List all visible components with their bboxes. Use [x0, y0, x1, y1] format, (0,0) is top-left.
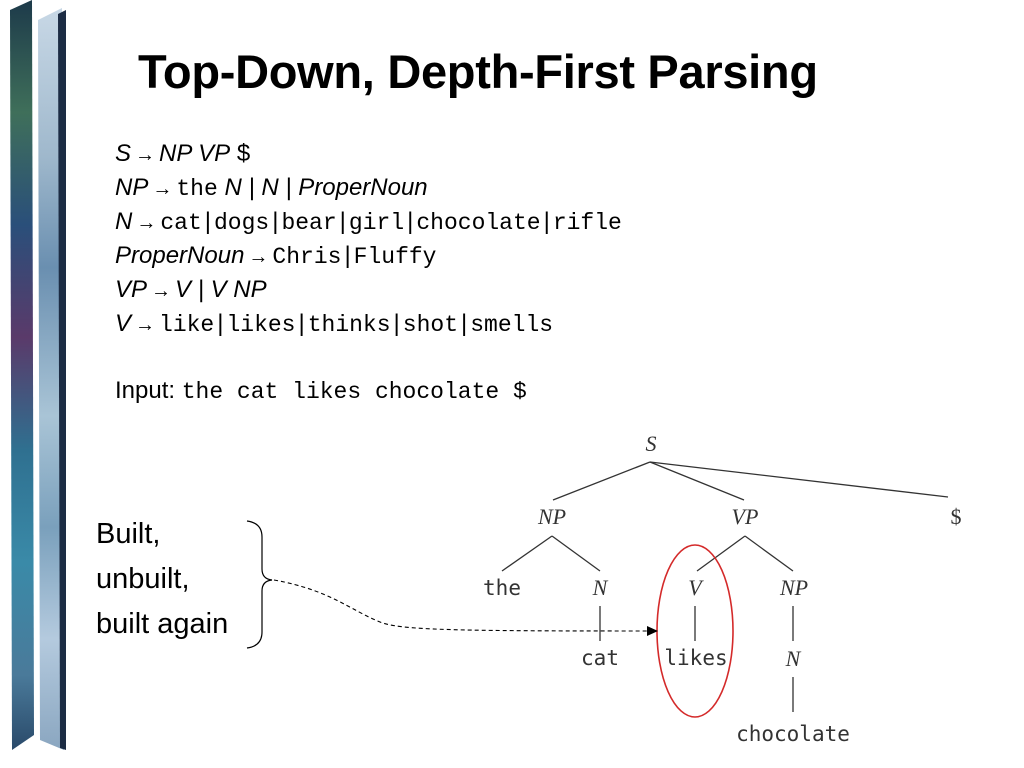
edge-vp-np: [745, 536, 793, 571]
edge-np-the: [502, 536, 552, 571]
node-vp: VP: [732, 504, 759, 529]
edge-s-np: [553, 462, 650, 500]
leaf-likes: likes: [664, 646, 727, 670]
node-n-object: N: [785, 646, 802, 671]
node-s: S: [646, 431, 657, 456]
edge-np-n: [552, 536, 600, 571]
node-np: NP: [537, 504, 566, 529]
node-np-object: NP: [779, 575, 808, 600]
node-n: N: [592, 575, 609, 600]
node-v: V: [688, 575, 704, 600]
leaf-chocolate: chocolate: [736, 722, 850, 746]
leaf-the: the: [483, 576, 521, 600]
node-dollar: $: [951, 504, 962, 529]
edge-vp-v: [697, 536, 745, 571]
curly-brace-icon: [247, 521, 272, 648]
tree-edges: [502, 462, 948, 712]
leaf-cat: cat: [581, 646, 619, 670]
